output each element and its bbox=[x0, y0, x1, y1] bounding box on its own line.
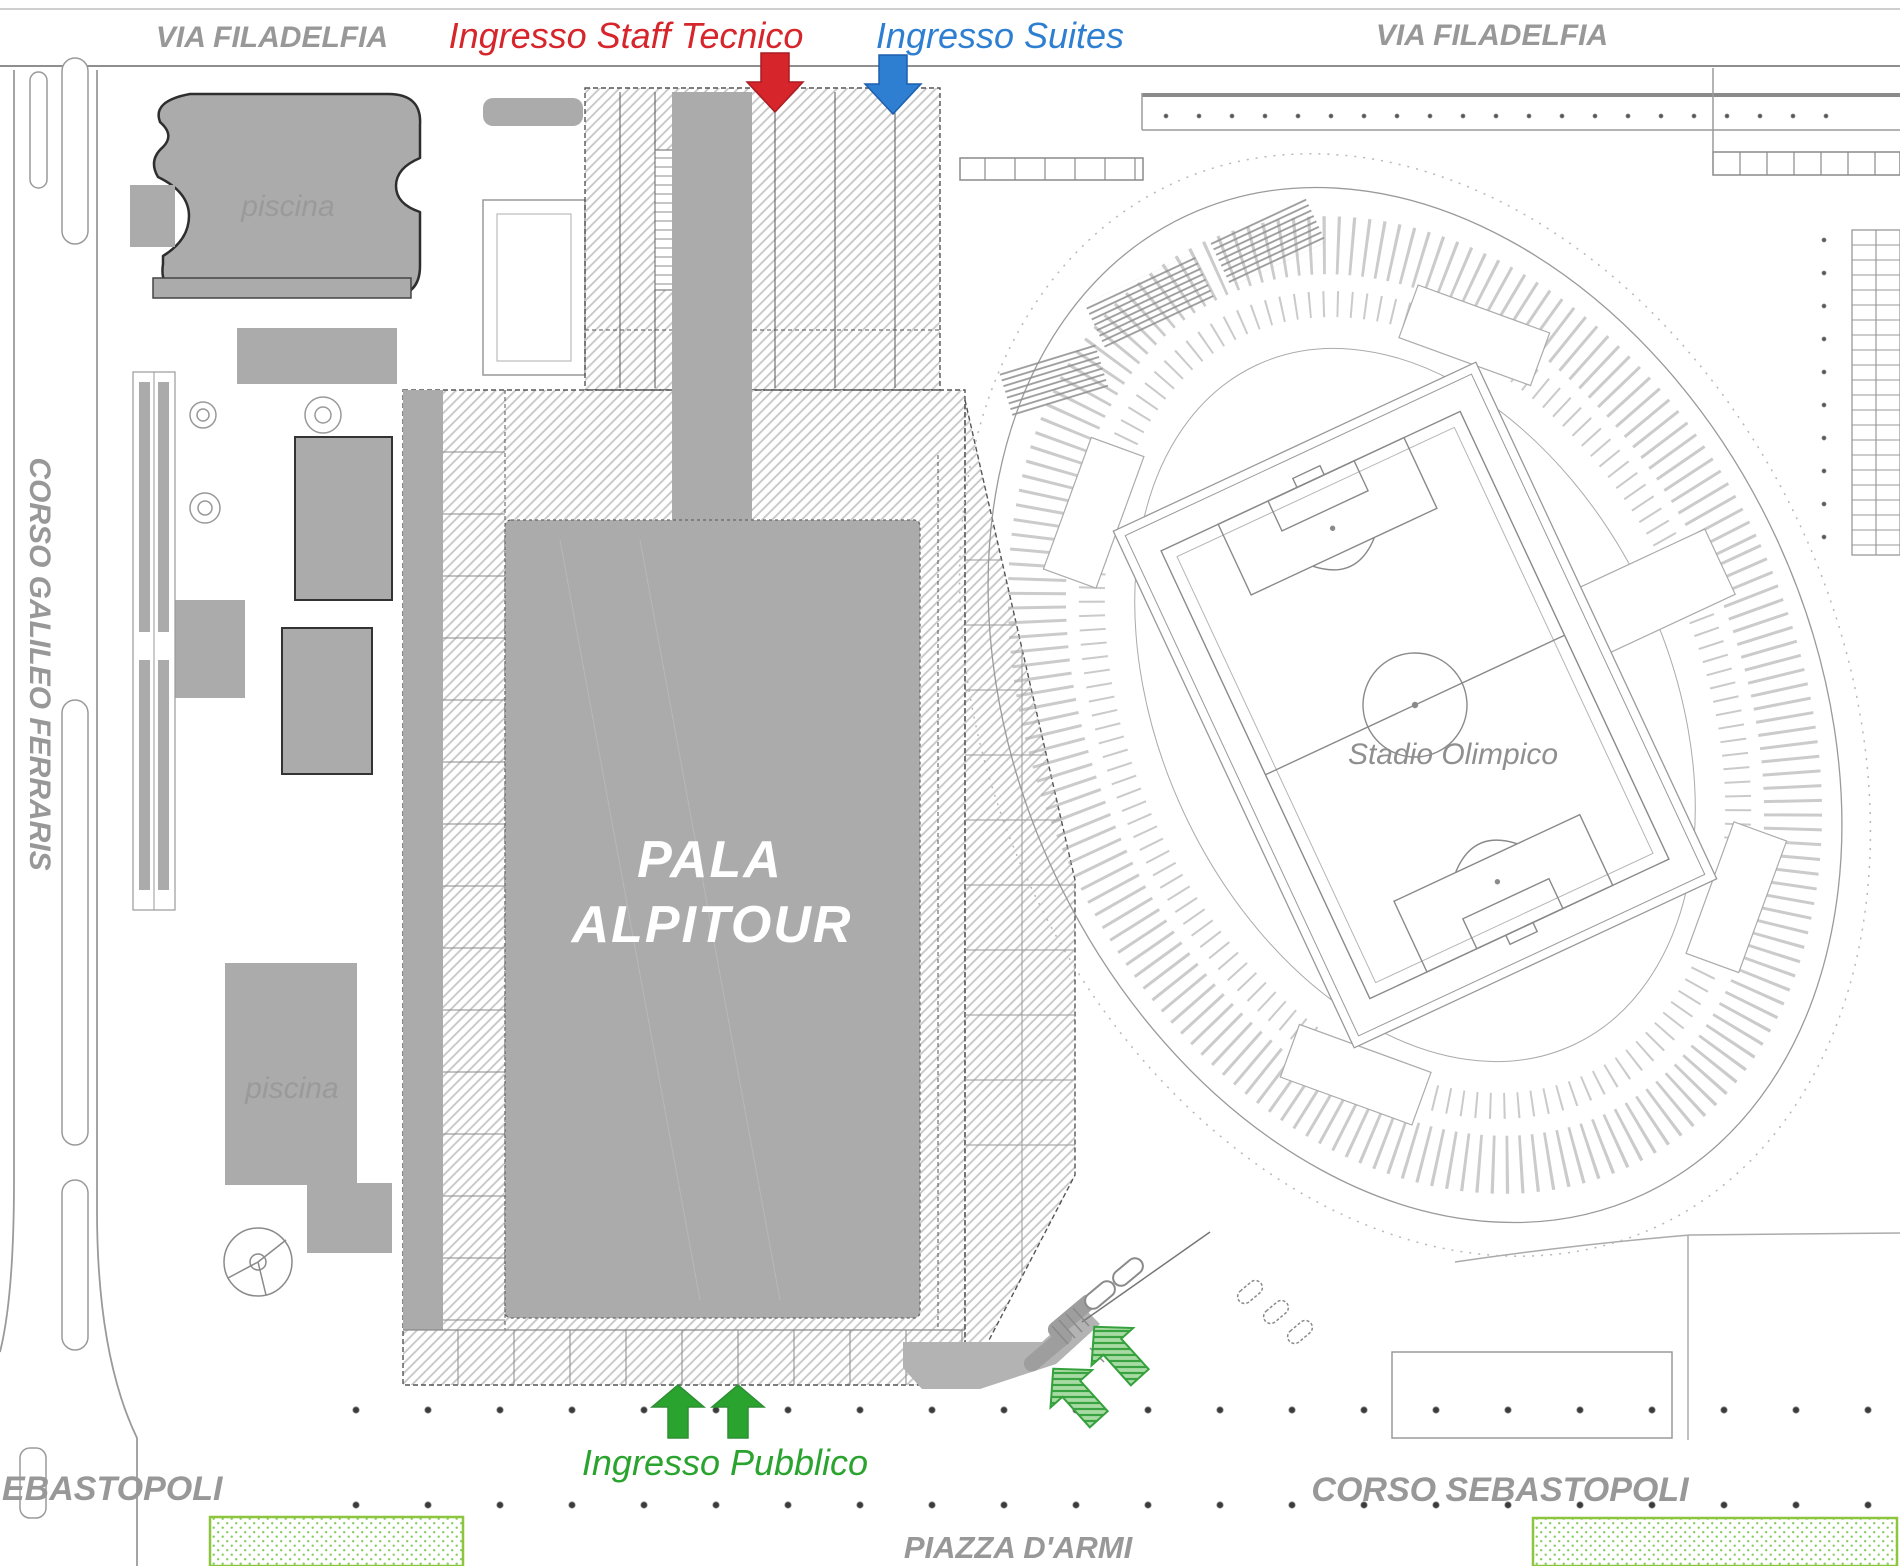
pool-south-label: piscina bbox=[244, 1072, 338, 1105]
staff-entrance-arrow-icon[interactable] bbox=[745, 52, 805, 114]
grandstand-strip bbox=[130, 185, 176, 911]
walkway bbox=[903, 1306, 1100, 1389]
sidewalk-band-north-east bbox=[1141, 93, 1900, 131]
green-zone-east bbox=[1531, 1516, 1899, 1566]
green-zones bbox=[208, 1515, 1899, 1566]
entrance-arrows bbox=[649, 52, 1160, 1439]
pool-north-building bbox=[152, 92, 422, 298]
gate-capsules bbox=[1084, 1257, 1314, 1345]
public-entrance-label: Ingresso Pubblico bbox=[582, 1442, 868, 1483]
parking-bar-north bbox=[959, 157, 1144, 181]
street-label-via-filadelfia-west: VIA FILADELFIA bbox=[156, 21, 388, 54]
green-zone-west bbox=[208, 1515, 465, 1566]
stadium-name-label: Stadio Olimpico bbox=[1348, 738, 1558, 771]
building-south-east bbox=[1391, 1351, 1673, 1439]
street-label-via-filadelfia-east: VIA FILADELFIA bbox=[1376, 19, 1608, 52]
tree-circles bbox=[189, 396, 342, 524]
gate-area bbox=[903, 1231, 1314, 1389]
street-edge-south-east bbox=[1454, 1232, 1900, 1263]
arena-name-line1: PALA bbox=[637, 831, 783, 889]
staff-entrance-label: Ingresso Staff Tecnico bbox=[449, 15, 804, 56]
parking-ladder-east bbox=[1821, 229, 1900, 556]
street-label-piazza-darmi: PIAZZA D'ARMI bbox=[904, 1530, 1134, 1565]
traffic-islands bbox=[19, 57, 89, 1519]
arena-ramp bbox=[672, 92, 752, 525]
labels: VIA FILADELFIA VIA FILADELFIA CORSO GALI… bbox=[2, 15, 1690, 1565]
suites-entrance-arrow-icon[interactable] bbox=[863, 54, 923, 116]
suites-entrance-label: Ingresso Suites bbox=[876, 15, 1124, 56]
stadium-outer-boundary bbox=[958, 153, 1872, 1257]
stadium bbox=[958, 153, 1872, 1257]
arena-complex bbox=[402, 87, 1076, 1386]
parking-bar-north-east bbox=[1712, 68, 1900, 176]
stadium-aisles bbox=[1042, 284, 1788, 1126]
piazza-dots bbox=[352, 1406, 1872, 1509]
street-median-west bbox=[96, 70, 138, 1566]
pool-south-building bbox=[225, 963, 357, 1185]
circular-plaza bbox=[223, 1227, 293, 1297]
street-edge-west bbox=[0, 70, 15, 1353]
public-entrance-arrow-icons[interactable] bbox=[649, 1384, 767, 1439]
court-rect bbox=[482, 199, 586, 376]
street-label-corso-sebastopoli-west: EBASTOPOLI bbox=[2, 1470, 224, 1508]
street-label-corso-sebastopoli-east: CORSO SEBASTOPOLI bbox=[1311, 1471, 1690, 1509]
arena-hall bbox=[504, 519, 921, 1319]
public-gate-arrow-icons[interactable] bbox=[1032, 1308, 1160, 1438]
stadium-ring-structures bbox=[1007, 216, 1823, 1194]
pool-north-label: piscina bbox=[240, 190, 334, 223]
arena-north-block bbox=[584, 87, 941, 391]
arena-east-apron bbox=[964, 399, 1076, 1386]
arena-name-line2: ALPITOUR bbox=[570, 896, 853, 954]
street-label-corso-galileo-ferraris: CORSO GALILEO FERRARIS bbox=[23, 457, 56, 870]
street-network bbox=[0, 8, 1900, 1566]
football-pitch bbox=[1160, 410, 1670, 1000]
west-block bbox=[130, 92, 586, 1297]
